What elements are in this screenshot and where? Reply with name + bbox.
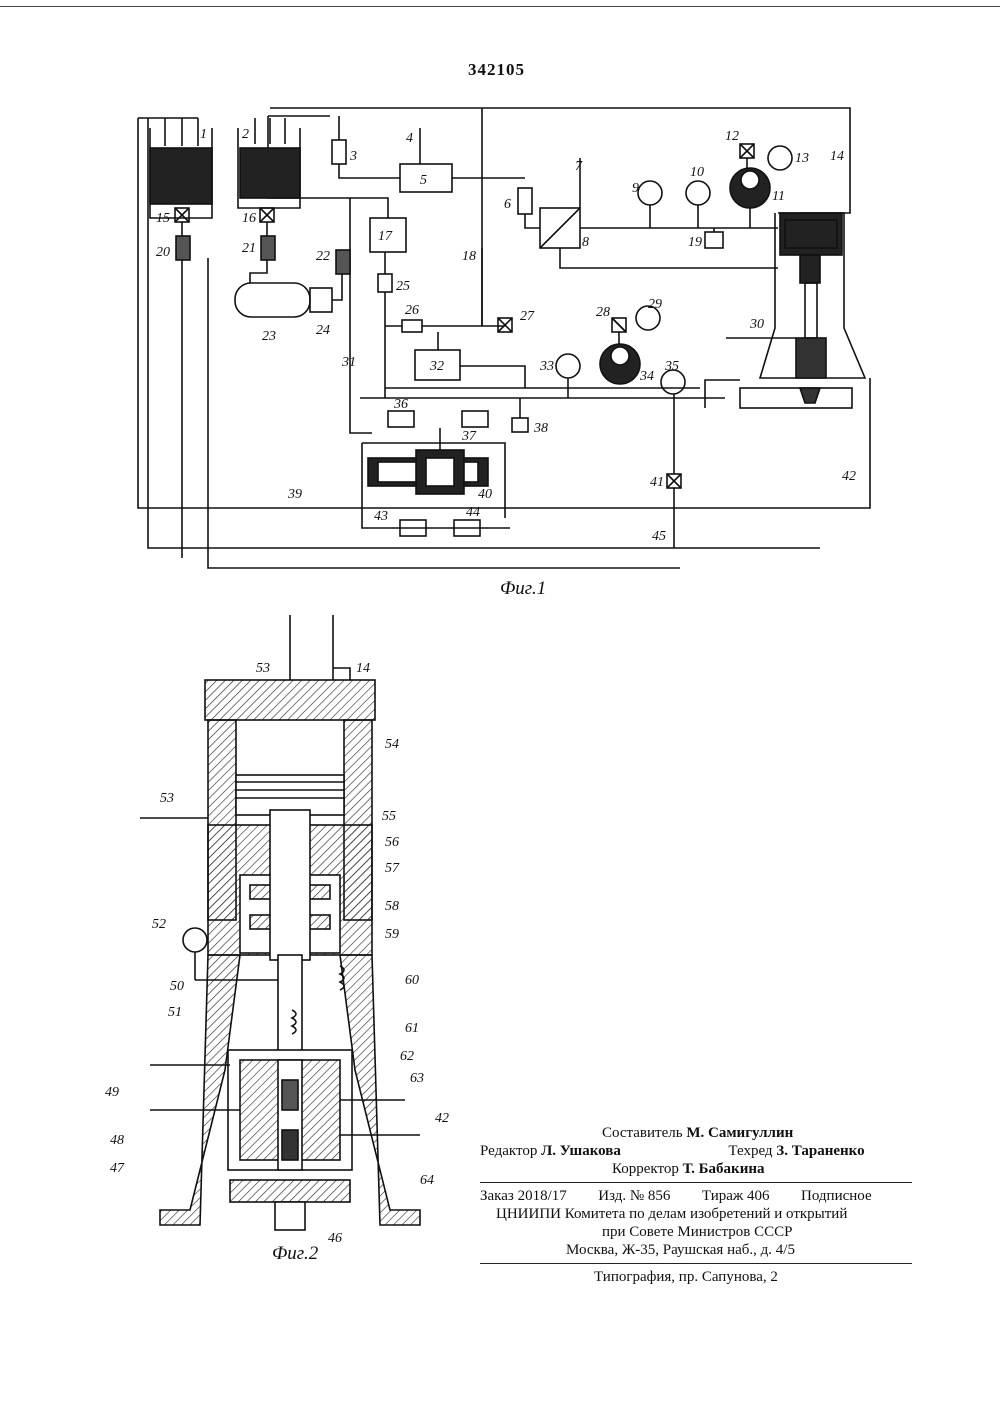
fig1-label-15: 15	[156, 211, 170, 226]
fig2-label-51: 51	[168, 1005, 182, 1020]
fig1-label-23: 23	[262, 329, 276, 344]
org-line-3: Москва, Ж-35, Раушская наб., д. 4/5	[480, 1241, 920, 1259]
fig2-label-56: 56	[385, 835, 399, 850]
figure-2-cross-section: 53 14 54 53 55 56 57 58 52 59 60 50 51 6…	[100, 610, 460, 1250]
fig1-label-43: 43	[374, 509, 388, 524]
fig2-label-53-top: 53	[256, 661, 270, 676]
fig1-label-8: 8	[582, 235, 589, 250]
fig2-label-49: 49	[105, 1085, 119, 1100]
fig1-label-40: 40	[478, 487, 492, 502]
fig2-label-61: 61	[405, 1021, 419, 1036]
order-number: Заказ 2018/17	[480, 1188, 567, 1204]
compiler-label: Составитель	[602, 1125, 683, 1141]
fig1-label-7: 7	[575, 159, 583, 174]
org-line-2: при Совете Министров СССР	[480, 1223, 920, 1241]
fig1-label-16: 16	[242, 211, 256, 226]
fig2-label-64: 64	[420, 1173, 434, 1188]
izd-number: Изд. № 856	[598, 1188, 670, 1204]
fig2-label-52: 52	[152, 917, 166, 932]
figure-1-schematic: 1 2 3 4 5 6 7 8 9 10 11 12 13 14 15 16 1…	[120, 88, 890, 598]
imprint-rule-bottom	[480, 1263, 912, 1264]
fig1-label-37: 37	[461, 429, 477, 444]
imprint-block: Составитель М. Самигуллин Редактор Л. Уш…	[480, 1124, 920, 1286]
corrector-name: Т. Бабакина	[683, 1161, 765, 1177]
fig2-label-55: 55	[382, 809, 396, 824]
fig1-label-42: 42	[842, 469, 856, 484]
techred-label: Техред	[728, 1143, 772, 1159]
fig1-label-36: 36	[393, 397, 408, 412]
fig1-label-34: 34	[639, 369, 654, 384]
fig1-label-6: 6	[504, 197, 511, 212]
fig2-label-60: 60	[405, 973, 419, 988]
fig1-label-17: 17	[378, 229, 393, 244]
fig2-label-59: 59	[385, 927, 399, 942]
fig1-label-41: 41	[650, 475, 664, 490]
fig1-label-38: 38	[533, 421, 548, 436]
fig1-label-9: 9	[632, 181, 639, 196]
fig1-label-44: 44	[466, 505, 480, 520]
fig1-label-18: 18	[462, 249, 476, 264]
fig1-label-24: 24	[316, 323, 330, 338]
fig1-label-27: 27	[520, 309, 535, 324]
fig1-label-26: 26	[405, 303, 419, 318]
fig2-label-42: 42	[435, 1111, 449, 1126]
fig1-label-19: 19	[688, 235, 702, 250]
fig1-label-33: 33	[539, 359, 554, 374]
fig2-label-48: 48	[110, 1133, 124, 1148]
imprint-rule-top	[480, 1182, 912, 1183]
fig2-label-47: 47	[110, 1161, 125, 1176]
fig1-label-32: 32	[429, 359, 444, 374]
fig2-label-50: 50	[170, 979, 184, 994]
figure-2-caption: Фиг.2	[272, 1243, 318, 1265]
fig1-label-13: 13	[795, 151, 809, 166]
tirazh: Тираж 406	[702, 1188, 770, 1204]
podpisnoe: Подписное	[801, 1188, 872, 1204]
corrector-line: Корректор Т. Бабакина	[480, 1160, 920, 1178]
fig2-label-62: 62	[400, 1049, 414, 1064]
fig1-label-21: 21	[242, 241, 256, 256]
fig1-label-45: 45	[652, 529, 666, 544]
top-border-line	[0, 6, 1000, 7]
fig1-label-2: 2	[242, 127, 249, 142]
fig2-label-63: 63	[410, 1071, 424, 1086]
fig1-label-14: 14	[830, 149, 844, 164]
fig1-label-1: 1	[200, 127, 207, 142]
fig2-label-53-left: 53	[160, 791, 174, 806]
fig2-label-57: 57	[385, 861, 400, 876]
editor-label: Редактор	[480, 1143, 537, 1159]
fig1-label-11: 11	[772, 189, 785, 204]
patent-number: 342105	[468, 60, 525, 80]
fig2-label-58: 58	[385, 899, 399, 914]
fig2-label-54: 54	[385, 737, 399, 752]
corrector-label: Корректор	[612, 1161, 679, 1177]
org-line-1: ЦНИИПИ Комитета по делам изобретений и о…	[480, 1205, 920, 1223]
fig1-label-29: 29	[648, 297, 662, 312]
fig2-label-46: 46	[328, 1231, 342, 1246]
editor-line: Редактор Л. Ушакова Техред З. Тараненко	[480, 1142, 920, 1160]
fig1-label-31: 31	[341, 355, 356, 370]
fig1-label-4: 4	[406, 131, 413, 146]
fig1-label-39: 39	[287, 487, 302, 502]
editor-name: Л. Ушакова	[541, 1143, 621, 1159]
fig2-label-14: 14	[356, 661, 370, 676]
fig1-label-12: 12	[725, 129, 739, 144]
fig1-label-3: 3	[349, 149, 357, 164]
figure-1-caption: Фиг.1	[500, 578, 546, 600]
fig1-label-5: 5	[420, 173, 427, 188]
order-line: Заказ 2018/17 Изд. № 856 Тираж 406 Подпи…	[480, 1187, 920, 1205]
typography-line: Типография, пр. Сапунова, 2	[480, 1268, 920, 1286]
compiler-line: Составитель М. Самигуллин	[480, 1124, 920, 1142]
fig1-label-10: 10	[690, 165, 704, 180]
techred-name: З. Тараненко	[776, 1143, 864, 1159]
fig1-label-22: 22	[316, 249, 330, 264]
fig1-label-20: 20	[156, 245, 170, 260]
compiler-name: М. Самигуллин	[686, 1125, 793, 1141]
fig1-label-30: 30	[749, 317, 764, 332]
fig1-label-25: 25	[396, 279, 410, 294]
fig1-label-28: 28	[596, 305, 610, 320]
fig1-label-35: 35	[664, 359, 679, 374]
